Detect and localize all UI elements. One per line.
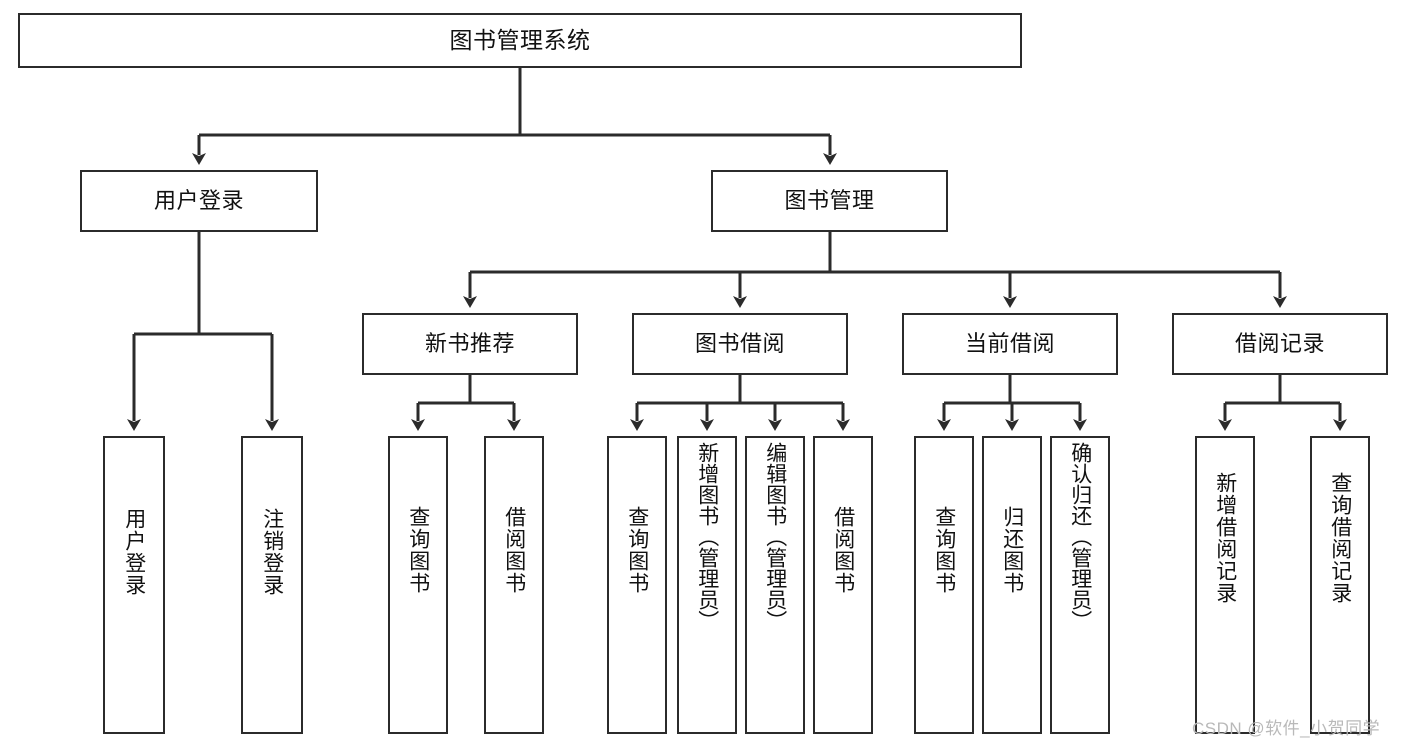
node-leaf-return-book[interactable]: 归还图书 xyxy=(982,436,1042,734)
node-leaf-user-login-label: 用户登录 xyxy=(122,508,146,596)
node-leaf-logout-login[interactable]: 注销登录 xyxy=(241,436,303,734)
node-leaf-query-book-1[interactable]: 查询图书 xyxy=(388,436,448,734)
node-leaf-borrow-book-2[interactable]: 借阅图书 xyxy=(813,436,873,734)
node-leaf-user-login[interactable]: 用户登录 xyxy=(103,436,165,734)
node-user-login[interactable]: 用户登录 xyxy=(80,170,318,232)
node-current-borrow[interactable]: 当前借阅 xyxy=(902,313,1118,375)
node-new-book-rec[interactable]: 新书推荐 xyxy=(362,313,578,375)
node-leaf-query-book-2[interactable]: 查询图书 xyxy=(607,436,667,734)
node-leaf-query-book-3[interactable]: 查询图书 xyxy=(914,436,974,734)
node-book-borrow[interactable]: 图书借阅 xyxy=(632,313,848,375)
node-leaf-query-book-2-label: 查询图书 xyxy=(625,506,649,594)
node-leaf-edit-book-label: 编辑图书（管理员） xyxy=(763,442,787,631)
node-leaf-borrow-book-1-label: 借阅图书 xyxy=(502,506,526,594)
node-leaf-borrow-book-1[interactable]: 借阅图书 xyxy=(484,436,544,734)
node-new-book-rec-label: 新书推荐 xyxy=(424,330,515,356)
node-leaf-query-book-1-label: 查询图书 xyxy=(406,506,430,594)
node-book-manage[interactable]: 图书管理 xyxy=(711,170,948,232)
node-borrow-record-label: 借阅记录 xyxy=(1234,330,1325,356)
node-leaf-edit-book[interactable]: 编辑图书（管理员） xyxy=(745,436,805,734)
node-borrow-record[interactable]: 借阅记录 xyxy=(1172,313,1388,375)
node-leaf-return-book-label: 归还图书 xyxy=(1000,506,1024,594)
node-leaf-add-record-label: 新增借阅记录 xyxy=(1213,472,1237,604)
node-leaf-confirm-return[interactable]: 确认归还（管理员） xyxy=(1050,436,1110,734)
node-current-borrow-label: 当前借阅 xyxy=(964,330,1055,356)
node-leaf-add-book[interactable]: 新增图书（管理员） xyxy=(677,436,737,734)
node-leaf-query-record-label: 查询借阅记录 xyxy=(1328,472,1352,604)
node-leaf-query-book-3-label: 查询图书 xyxy=(932,506,956,594)
node-leaf-add-record[interactable]: 新增借阅记录 xyxy=(1195,436,1255,734)
node-leaf-logout-login-label: 注销登录 xyxy=(260,508,284,596)
node-root-label: 图书管理系统 xyxy=(449,26,591,53)
node-leaf-borrow-book-2-label: 借阅图书 xyxy=(831,506,855,594)
node-book-manage-label: 图书管理 xyxy=(784,187,875,213)
node-leaf-confirm-return-label: 确认归还（管理员） xyxy=(1068,442,1092,631)
node-leaf-add-book-label: 新增图书（管理员） xyxy=(695,442,719,631)
node-book-borrow-label: 图书借阅 xyxy=(694,330,785,356)
node-user-login-label: 用户登录 xyxy=(153,187,244,213)
node-leaf-query-record[interactable]: 查询借阅记录 xyxy=(1310,436,1370,734)
watermark-text: CSDN @软件_小贺同学 xyxy=(1192,719,1381,738)
node-root[interactable]: 图书管理系统 xyxy=(18,13,1022,68)
